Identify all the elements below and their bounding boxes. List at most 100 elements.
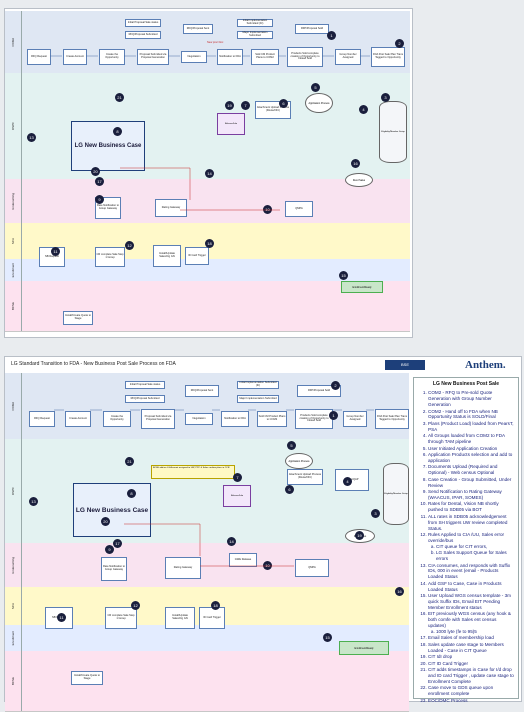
legend-item: Email Sales of membership load — [428, 635, 514, 641]
step-badge: 14 — [205, 169, 214, 178]
legend-item-text: Plans (Product Load) loaded from PearsT,… — [428, 420, 514, 432]
box-install-group: Install/Update SalesOrg GN — [153, 245, 181, 267]
b-initial-proposal: Initial Proposal Sale status — [125, 381, 165, 389]
legend-item: Rates for Dental, Vision NB shortly push… — [428, 501, 514, 513]
b-cylinder: Eligibility/Member Setup — [383, 463, 409, 525]
lane-label: Underwriting — [5, 543, 22, 587]
legend-item: ALL rates in SDB05 acknowledgement from … — [428, 514, 514, 532]
step-badge: 9 — [95, 195, 104, 204]
legend-subitem: 1000 lyte (fe to 95)5 — [436, 629, 514, 635]
b-attachment: Attachment Upload Process (Route/OIC) — [287, 469, 323, 485]
box-notification: Notification to FDA — [217, 49, 243, 65]
box-qmpa: QMPA — [285, 201, 313, 217]
box-group-number: Group Number Assigned — [335, 49, 361, 65]
box-initial-impl: Initial Implementation Submitted (IC) — [237, 19, 273, 27]
legend-item: Send Notification to Rating Gateway (WAA… — [428, 489, 514, 501]
legend-item-text: User Upload WGS census template - 3m qui… — [428, 593, 511, 610]
lane-label: SCA — [5, 587, 22, 625]
box-fda-post-sale: FDA Post Sale Plan Trans Tagged to Oppor… — [371, 47, 405, 67]
b-rfp-sold: RFP/Proposal Sold — [297, 385, 341, 397]
box-rfp-sold: RFP/Proposal Sold — [295, 24, 329, 34]
step-badge: 13 — [27, 133, 36, 142]
lane-label: Enrollment — [5, 259, 22, 281]
step-badge: 16 — [351, 159, 360, 168]
b-cr-complete: CR complete Sale Step 1 Group — [105, 607, 137, 629]
box-create-account: Create Account — [63, 49, 87, 65]
step-badge: 6 — [285, 485, 294, 494]
legend-item: Rules Applied to CIA /UU, Sales error ov… — [428, 532, 514, 562]
legend-item: Case Creation - Group Submitted, Under R… — [428, 477, 514, 489]
lane-label: BCSE — [5, 281, 22, 331]
legend-item: COM2 - RFQ to Pre-sold Quote Generation … — [428, 390, 514, 408]
legend-item-text: COM2 - Hand off to FDA when NB Opportuni… — [428, 408, 498, 420]
b-rating-gateway: Rating Gateway — [165, 557, 201, 579]
lane-underwriting: Underwriting — [5, 543, 409, 588]
step-badge: 7 — [233, 473, 242, 482]
box-products-sold: Products Sold complete creation of Oppor… — [287, 47, 323, 67]
box-negotiation: Negotiation — [181, 51, 207, 63]
step-badge: 21 — [125, 457, 134, 466]
box-rfq-pending: RFQ/Proposal Submitted — [125, 31, 161, 39]
b-yellow-note: BCSE add-on LG Account assigned to UW; P… — [151, 465, 235, 479]
box-id-card: ID Card Trigger — [185, 247, 209, 265]
b-install-quote: Install/Create Quote to Stage — [71, 671, 103, 685]
legend-item-text: CIT ID Card Trigger — [428, 660, 468, 666]
step-badge: 9 — [105, 545, 114, 554]
lane-ospf: OSPF — [5, 439, 409, 544]
b-rate-notif: Rate Notification to Group Gateway — [101, 557, 127, 581]
legend-item-text: CIT adds timestamps in Case for I/d drop… — [428, 667, 514, 684]
lane-label: CDM2 — [5, 373, 22, 439]
b-major-impl: Major Implementation Submitted — [237, 395, 279, 403]
legend-item-text: Rates for Dental, Vision NB shortly push… — [428, 501, 499, 513]
step-badge: 1 — [329, 411, 338, 420]
legend-item: Documents Upload (Required and Optional)… — [428, 464, 514, 476]
box-rating-gateway: Rating Gateway — [155, 199, 187, 217]
lane-label: OSPF — [5, 439, 22, 543]
b-notification: Notification to FDA — [221, 411, 249, 427]
b-negotiation: Negotiation — [185, 413, 213, 425]
b-rfq-pending: RFQ/Proposal Submitted — [125, 395, 165, 403]
legend-item: All Groups loaded from COM2 to FDA throu… — [428, 433, 514, 445]
step-badge: 18 — [211, 601, 220, 610]
b-create-account: Create Account — [65, 411, 91, 427]
legend-item-text: Send Notification to Rating Gateway (WAA… — [428, 489, 502, 501]
step-badge: 4 — [343, 477, 352, 486]
legend-panel: LG New Business Post Sale COM2 - RFQ to … — [413, 377, 519, 703]
step-badge: 3 — [381, 93, 390, 102]
b-rates-box: Rates/QAP — [335, 469, 369, 491]
b-rfq-request: RFQ Request — [29, 411, 55, 427]
step-badge: 11 — [57, 613, 66, 622]
box-install-quote: Install/Create Quote to Stage — [63, 311, 93, 325]
anthem-logo: Anthem. — [465, 359, 506, 371]
b-gwe-release: GWE Release — [229, 553, 257, 567]
top-green-note: Enrollment/Ready — [341, 281, 383, 293]
legend-item-text: COM2 - RFQ to Pre-sold Quote Generation … — [428, 390, 493, 408]
oval-app-process: Application Process — [305, 93, 333, 113]
top-doc-1: Release/Info — [217, 113, 245, 135]
legend-subitem: CIT queue for CIT errors, — [436, 544, 514, 550]
step-badge: 3 — [371, 509, 380, 518]
legend-item: User Upload WGS census template - 3m qui… — [428, 593, 514, 611]
legend-item-text: Case move to GDS queue upon enrollment c… — [428, 685, 494, 697]
legend-list: COM2 - RFQ to Pre-sold Quote Generation … — [418, 390, 514, 703]
lane-label: Underwriting — [5, 179, 22, 223]
step-badge: 13 — [29, 497, 38, 506]
legend-item-text: ALL rates in SDB05 acknowledgement from … — [428, 513, 508, 531]
top-lg-new-business-case: LG New Business Case — [71, 121, 145, 171]
step-badge: 7 — [241, 101, 250, 110]
step-badge: 15 — [339, 271, 348, 280]
box-cr-complete: CR complete Sale Step 1 Group — [95, 247, 125, 267]
step-badge: 5 — [311, 83, 320, 92]
legend-item-text: Application Products selection and add t… — [428, 452, 513, 463]
legend-item: CIT IdI drop — [428, 654, 514, 660]
step-badge: 19 — [355, 531, 364, 540]
step-badge: 6 — [279, 99, 288, 108]
legend-item: CIT adds timestamps in Case for I/d drop… — [428, 667, 514, 685]
legend-item: Sales update case stage to Members Loade… — [428, 642, 514, 654]
step-badge: 10 — [263, 205, 272, 214]
step-badge: 2 — [331, 381, 340, 390]
legend-item: EOC/DMC Process — [428, 698, 514, 704]
step-badge: 10 — [263, 561, 272, 570]
legend-item-text: All Groups loaded from COM2 to FDA throu… — [428, 433, 505, 445]
